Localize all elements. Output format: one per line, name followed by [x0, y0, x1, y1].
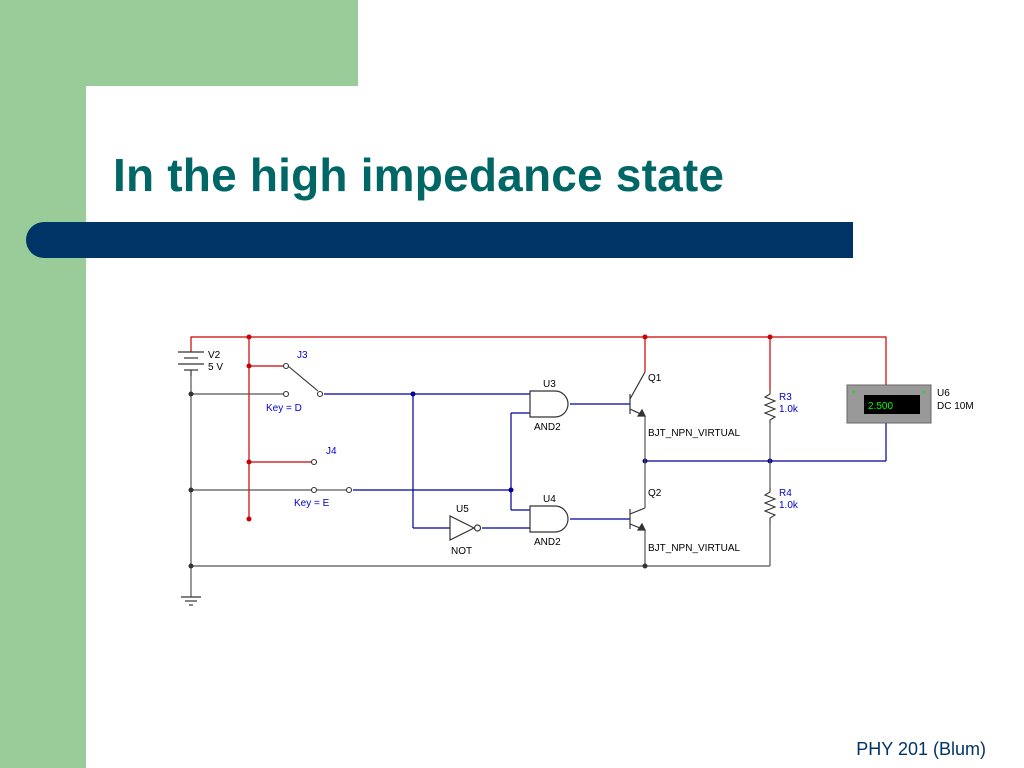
multimeter-u6 [846, 384, 932, 424]
v2-label: V2 [208, 350, 221, 361]
not-gate-u5-icon [449, 515, 482, 541]
title-underline-bar [26, 222, 853, 258]
transistor-q2-icon [629, 507, 646, 531]
u3-label: U3 [543, 379, 556, 390]
u5-label: U5 [456, 504, 469, 515]
slide-title: In the high impedance state [113, 149, 725, 201]
q2-label: Q2 [648, 488, 662, 499]
signal-junctions [410, 391, 773, 493]
and-gate-u4-icon [529, 505, 569, 533]
q2-model: BJT_NPN_VIRTUAL [648, 543, 741, 554]
switch-j4-icon [310, 458, 353, 494]
top-green-block [0, 0, 358, 86]
sidebar-green-column [0, 0, 86, 768]
q1-label: Q1 [648, 373, 662, 384]
v2-value: 5 V [208, 362, 223, 373]
j3-key: Key = D [266, 403, 302, 414]
meter-reading: 2.500 [868, 401, 893, 412]
content-rounded-corner [86, 86, 206, 206]
r3-value: 1.0k [779, 404, 799, 415]
j3-label: J3 [297, 350, 308, 361]
transistor-q1-icon [629, 371, 646, 417]
ground-symbol-icon [181, 596, 201, 606]
signal-wires [324, 393, 887, 529]
ground-junctions [188, 391, 648, 569]
switch-j3-icon [282, 362, 324, 398]
u6-mode: DC 10M [937, 401, 974, 412]
u3-type: AND2 [534, 422, 561, 433]
q1-model: BJT_NPN_VIRTUAL [648, 428, 741, 439]
ground-wires [190, 376, 771, 597]
j4-key: Key = E [294, 498, 330, 509]
u4-label: U4 [543, 494, 556, 505]
resistor-r3-icon [763, 390, 777, 423]
resistor-r4-icon [763, 488, 777, 525]
r3-label: R3 [779, 392, 792, 403]
r4-label: R4 [779, 488, 792, 499]
u6-label: U6 [937, 388, 950, 399]
u5-type: NOT [451, 546, 472, 557]
j4-label: J4 [326, 446, 337, 457]
r4-value: 1.0k [779, 500, 799, 511]
and-gate-u3-icon [529, 390, 569, 418]
u4-type: AND2 [534, 537, 561, 548]
battery-v2-icon [178, 351, 204, 376]
supply-junctions [246, 334, 773, 522]
slide-footer: PHY 201 (Blum) [856, 739, 986, 759]
